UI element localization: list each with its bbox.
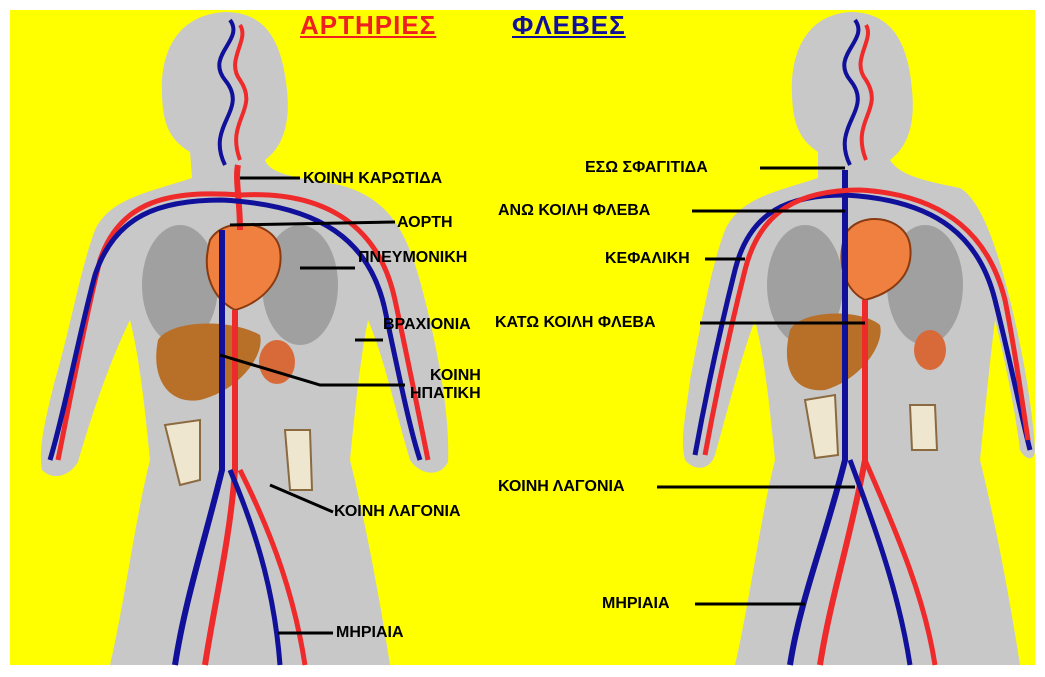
label-common-carotid: ΚΟΙΝΗ ΚΑΡΩΤΙΔΑ xyxy=(303,170,442,188)
right-intestine-b xyxy=(910,405,937,450)
label-hepatic-line2: ΗΠΑΤΙΚΗ xyxy=(410,385,481,403)
title-veins: ΦΛΕΒΕΣ xyxy=(512,10,626,41)
title-arteries: ΑΡΤΗΡΙΕΣ xyxy=(300,10,436,41)
label-pulmonary: ΠΝΕΥΜΟΝΙΚΗ xyxy=(358,249,467,267)
label-left-femoral: ΜΗΡΙΑΙΑ xyxy=(336,624,404,642)
label-cephalic: ΚΕΦΑΛΙΚΗ xyxy=(605,250,690,268)
label-brachial: ΒΡΑΧΙΟΝΙΑ xyxy=(383,316,471,334)
label-superior-vena-cava: ΑΝΩ ΚΟΙΛΗ ΦΛΕΒΑ xyxy=(498,202,650,220)
label-aorta: ΑΟΡΤΗ xyxy=(397,214,453,232)
label-right-iliac: ΚΟΙΝΗ ΛΑΓΟΝΙΑ xyxy=(498,478,625,496)
label-internal-jugular: ΕΣΩ ΣΦΑΓΙΤΙΔΑ xyxy=(585,159,708,177)
label-hepatic-line1: ΚΟΙΝΗ xyxy=(430,367,481,385)
right-kidney xyxy=(914,330,946,370)
label-inferior-vena-cava: ΚΑΤΩ ΚΟΙΛΗ ΦΛΕΒΑ xyxy=(495,314,656,332)
left-intestine-b xyxy=(285,430,312,490)
label-right-femoral: ΜΗΡΙΑΙΑ xyxy=(602,595,670,613)
label-left-iliac: ΚΟΙΝΗ ΛΑΓΟΝΙΑ xyxy=(334,503,461,521)
